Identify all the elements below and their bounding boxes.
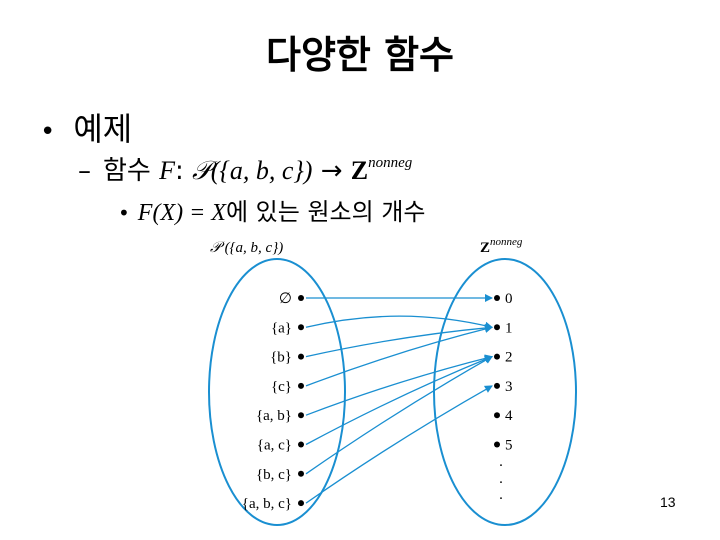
domain-element-label: {a, c} xyxy=(257,438,292,454)
codomain-element-label: 3 xyxy=(505,379,513,395)
domain-element-dot xyxy=(298,412,304,419)
bullet-example-text: 예제 xyxy=(73,110,133,148)
function-codomain-sup: nonneg xyxy=(368,155,413,171)
codomain-ellipsis-dot: · xyxy=(499,458,504,474)
mapping-arrow xyxy=(305,315,493,330)
domain-set-label: 𝒫 ({a, b, c}) xyxy=(210,240,283,256)
domain-element-dot xyxy=(298,324,304,331)
function-codomain: Z xyxy=(350,156,369,185)
domain-element-dot xyxy=(298,500,304,507)
codomain-ellipsis-dot: · xyxy=(499,475,504,491)
page-number: 13 xyxy=(660,494,676,510)
codomain-element-dot xyxy=(494,324,500,331)
slide-title: 다양한 함수 xyxy=(265,33,455,77)
domain-element-label: {b} xyxy=(270,350,292,366)
bullet-marker-small: • xyxy=(118,201,130,225)
function-domain: 𝒫({a, b, c}) xyxy=(192,156,313,185)
domain-element-dot xyxy=(298,382,304,389)
domain-element-label: {c} xyxy=(271,379,292,395)
mapping-arrow xyxy=(305,325,493,387)
bullet-marker: • xyxy=(40,117,56,147)
domain-element-dot xyxy=(298,441,304,448)
domain-element-label: {b, c} xyxy=(256,467,292,483)
codomain-element-dot xyxy=(494,441,500,448)
codomain-element-dot xyxy=(494,353,500,360)
domain-element-label: {a} xyxy=(271,320,292,336)
codomain-element-dot xyxy=(494,295,500,301)
mapping-arrow xyxy=(305,354,493,416)
domain-ellipse xyxy=(208,258,346,526)
codomain-element-label: 4 xyxy=(505,408,513,424)
codomain-element-label: 0 xyxy=(505,291,513,307)
dash-marker: – xyxy=(78,156,91,186)
function-prefix: 함수 xyxy=(103,156,160,186)
bullet-example: • 예제 xyxy=(40,104,132,150)
function-colon: : xyxy=(175,156,193,186)
codomain-element-label: 1 xyxy=(505,320,513,336)
domain-element-label: {a, b} xyxy=(256,408,292,424)
domain-element-dot xyxy=(298,353,304,360)
function-arrow: → xyxy=(320,156,343,186)
domain-element-dot xyxy=(298,470,304,477)
function-name: F xyxy=(159,156,175,185)
bullet-function-rule: • F(X) = X에 있는 원소의 개수 xyxy=(118,192,426,227)
mapping-arrow xyxy=(305,355,493,446)
mapping-arrow xyxy=(305,385,493,504)
codomain-set-label: Znonneg xyxy=(480,236,523,256)
domain-element-label: ∅ xyxy=(279,291,292,307)
codomain-element-dot xyxy=(494,412,500,419)
bullet-function-def: –함수 F: 𝒫({a, b, c}) → Znonneg xyxy=(78,150,412,187)
mapping-arrow xyxy=(305,356,493,475)
domain-element-dot xyxy=(298,295,304,301)
codomain-element-label: 2 xyxy=(505,350,513,366)
codomain-element-label: 5 xyxy=(505,438,513,454)
rule-text: 에 있는 원소의 개수 xyxy=(225,198,426,226)
mapping-arrow xyxy=(305,323,493,358)
codomain-ellipsis-dot: · xyxy=(499,491,504,507)
codomain-ellipse xyxy=(433,258,577,526)
rule-lhs: F(X) = X xyxy=(137,200,226,226)
domain-element-label: {a, b, c} xyxy=(242,496,292,512)
codomain-element-dot xyxy=(494,382,500,389)
